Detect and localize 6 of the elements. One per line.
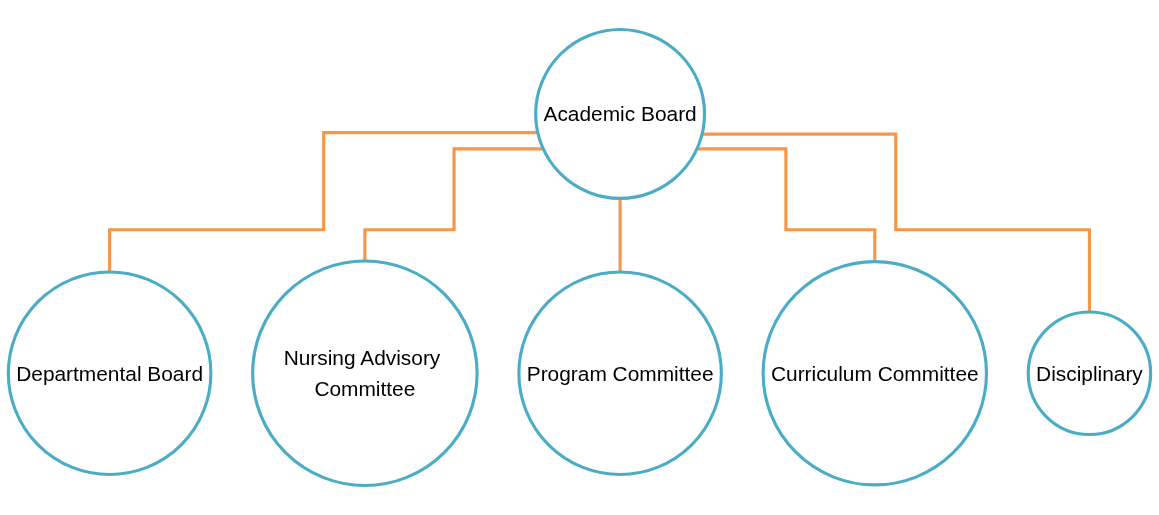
node-circle: Nursing Advisory Committee (251, 259, 479, 488)
node-circle: Program Committee (517, 270, 723, 477)
node-circle: Curriculum Committee (761, 260, 989, 487)
node-circle: Departmental Board (6, 270, 213, 477)
node-circle: Academic Board (534, 27, 707, 200)
node-circle: Disciplinary (1026, 310, 1153, 437)
